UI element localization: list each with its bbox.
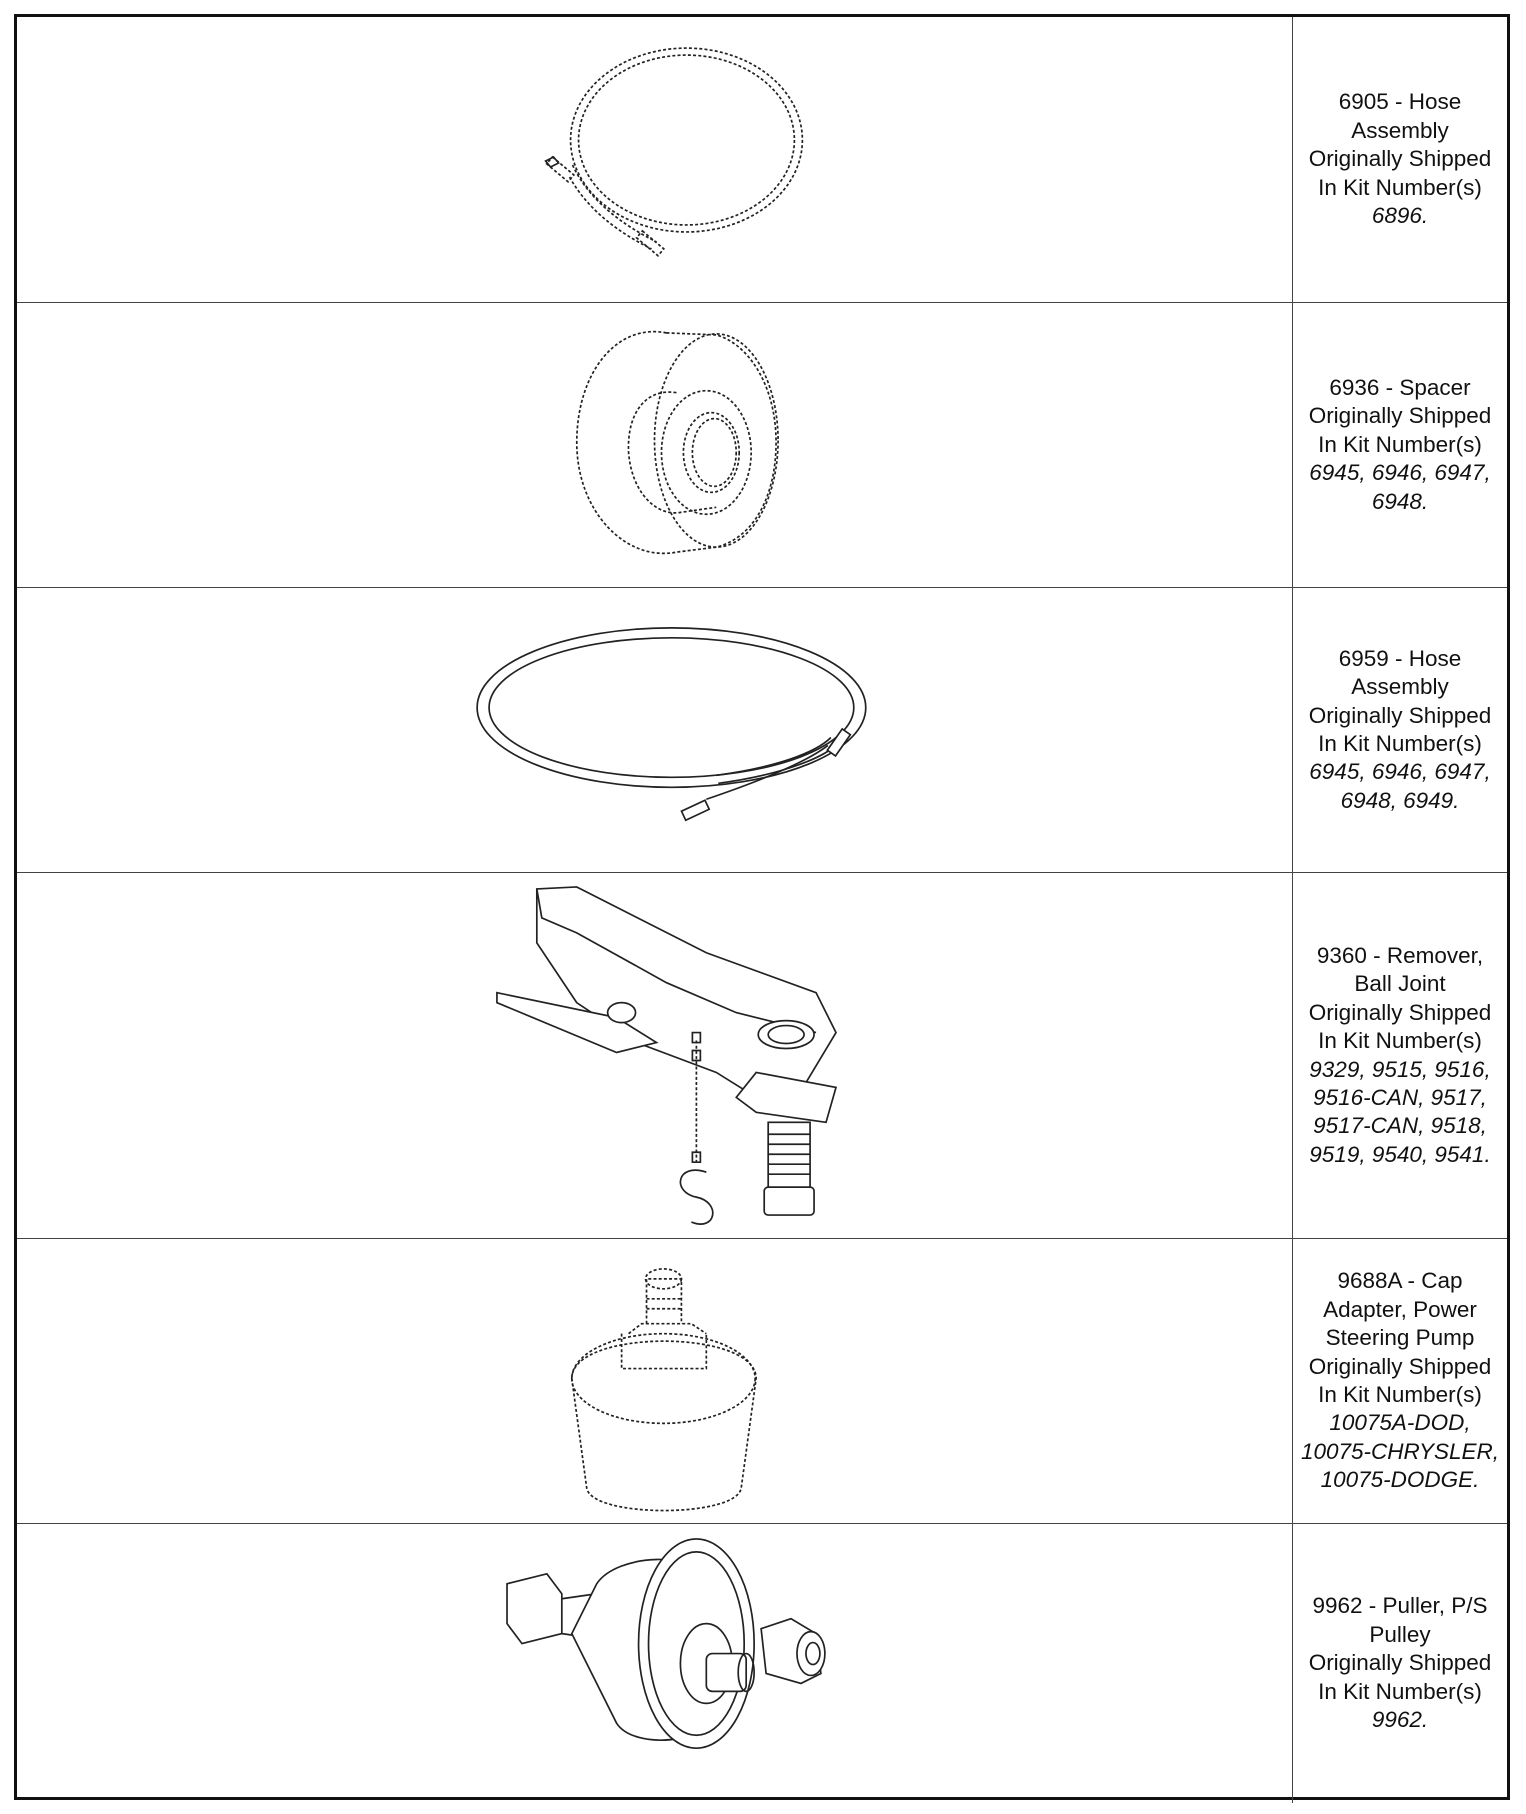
ball-joint-remover-icon (496, 886, 838, 1225)
part-title-line: 9360 - Remover, (1316, 942, 1484, 968)
kit-numbers-line: 9962. (1371, 1707, 1429, 1733)
part-description-cell: 9962 - Puller, P/S Pulley Originally Shi… (1293, 1524, 1507, 1803)
part-illustration-cell (17, 588, 1293, 872)
part-illustration-cell (17, 17, 1293, 302)
kit-numbers-line: 6945, 6946, 6947, (1309, 759, 1491, 785)
part-row-9360: 9360 - Remover, Ball Joint Originally Sh… (17, 872, 1507, 1238)
part-title-line: Ball Joint (1354, 971, 1446, 997)
part-title-line: 9688A - Cap (1337, 1268, 1463, 1294)
part-row-9688a: 9688A - Cap Adapter, Power Steering Pump… (17, 1238, 1507, 1523)
kit-numbers-line: 6896. (1371, 203, 1429, 229)
parts-sheet: 6905 - Hose Assembly Originally Shipped … (14, 14, 1510, 1803)
part-title-line: Pulley (1369, 1621, 1431, 1647)
kit-numbers-line: 10075-DODGE. (1320, 1467, 1480, 1493)
part-row-6905: 6905 - Hose Assembly Originally Shipped … (17, 17, 1507, 302)
part-title-line: 6905 - Hose (1338, 89, 1462, 115)
kit-numbers-line: 10075-CHRYSLER, (1300, 1438, 1499, 1464)
part-title-line: 6959 - Hose (1338, 645, 1462, 671)
kit-numbers-line: 6948, 6949. (1340, 787, 1460, 813)
shipped-label-line: Originally Shipped (1308, 403, 1492, 429)
hose-loop-icon (476, 627, 867, 822)
kit-numbers-line: 6945, 6946, 6947, (1309, 460, 1491, 486)
part-row-6959: 6959 - Hose Assembly Originally Shipped … (17, 587, 1507, 872)
shipped-label-line: Originally Shipped (1308, 1650, 1492, 1676)
part-title-line: Assembly (1351, 674, 1449, 700)
shipped-label-line: In Kit Number(s) (1318, 431, 1482, 457)
kit-numbers-line: 6948. (1371, 488, 1429, 514)
part-title-line: Assembly (1351, 117, 1449, 143)
kit-numbers-line: 9517-CAN, 9518, (1313, 1113, 1487, 1139)
part-row-6936: 6936 - Spacer Originally Shipped In Kit … (17, 302, 1507, 587)
part-title-line: Steering Pump (1325, 1325, 1475, 1351)
part-illustration-cell (17, 873, 1293, 1238)
part-illustration-cell (17, 1239, 1293, 1523)
pulley-puller-icon (506, 1538, 826, 1750)
shipped-label-line: In Kit Number(s) (1318, 731, 1482, 756)
kit-numbers-line: 9329, 9515, 9516, (1309, 1056, 1491, 1082)
shipped-label-line: In Kit Number(s) (1318, 1678, 1482, 1704)
part-description-cell: 6959 - Hose Assembly Originally Shipped … (1293, 588, 1507, 872)
part-title-line: 6936 - Spacer (1329, 374, 1471, 400)
shipped-label-line: In Kit Number(s) (1318, 1028, 1482, 1054)
shipped-label-line: Originally Shipped (1308, 1353, 1492, 1379)
part-description-cell: 6936 - Spacer Originally Shipped In Kit … (1293, 303, 1507, 587)
kit-numbers-line: 9519, 9540, 9541. (1309, 1141, 1491, 1167)
shipped-label-line: Originally Shipped (1308, 702, 1492, 728)
shipped-label-line: Originally Shipped (1308, 999, 1492, 1025)
part-title-line: Adapter, Power (1323, 1296, 1477, 1322)
hose-coil-icon (544, 47, 804, 257)
part-description-cell: 6905 - Hose Assembly Originally Shipped … (1293, 17, 1507, 302)
spacer-disc-icon (575, 330, 779, 555)
part-row-9962: 9962 - Puller, P/S Pulley Originally Shi… (17, 1523, 1507, 1803)
shipped-label-line: Originally Shipped (1308, 146, 1492, 172)
part-description-cell: 9360 - Remover, Ball Joint Originally Sh… (1293, 873, 1507, 1238)
part-description-cell: 9688A - Cap Adapter, Power Steering Pump… (1293, 1239, 1507, 1523)
shipped-label-line: In Kit Number(s) (1318, 174, 1482, 200)
kit-numbers-line: 9516-CAN, 9517, (1313, 1084, 1487, 1110)
cap-adapter-icon (570, 1268, 757, 1512)
part-title-line: 9962 - Puller, P/S (1312, 1593, 1488, 1619)
shipped-label-line: In Kit Number(s) (1318, 1382, 1482, 1407)
part-illustration-cell (17, 303, 1293, 587)
kit-numbers-line: 10075A-DOD, (1329, 1410, 1471, 1436)
part-illustration-cell (17, 1524, 1293, 1803)
